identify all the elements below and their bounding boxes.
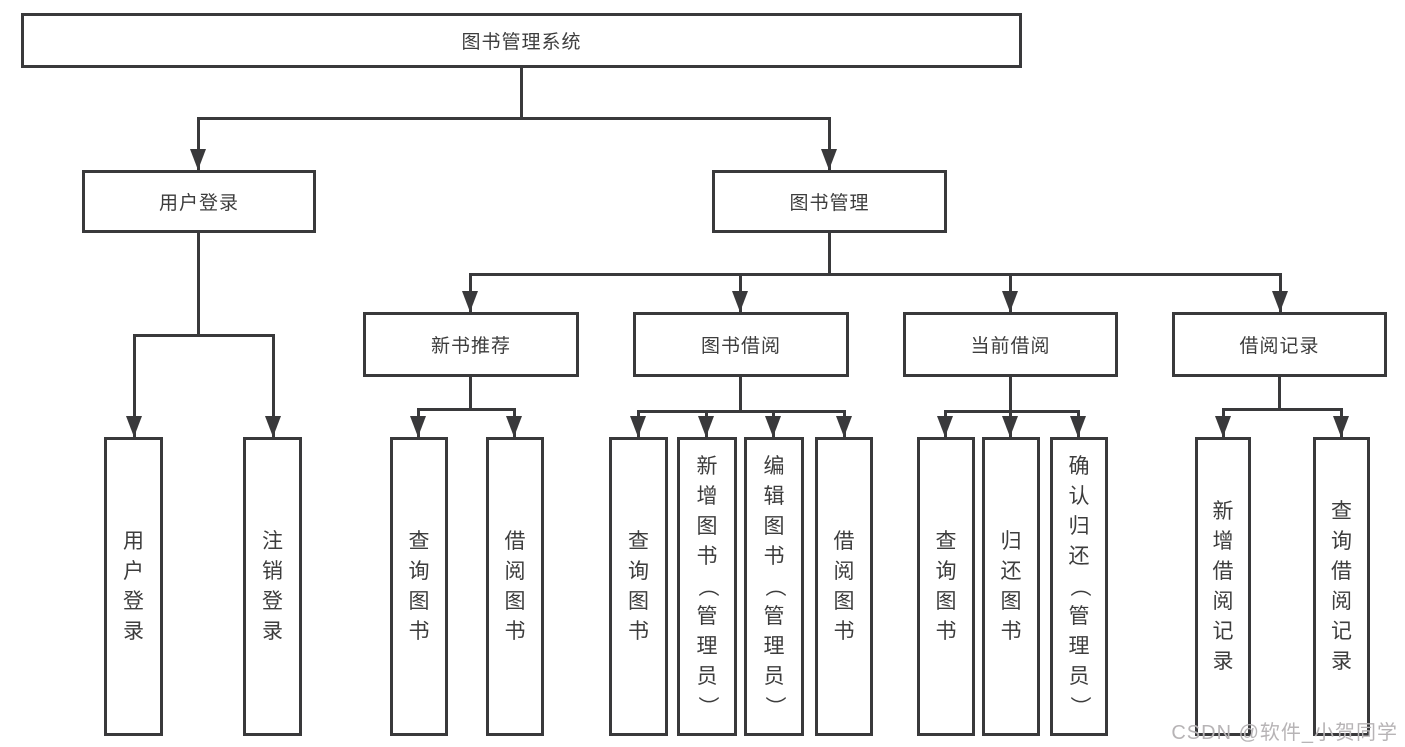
node-label: 图书借阅 [700,336,781,357]
leaf-confirm-return-admin: 确认归还（管理员） [1050,437,1108,736]
arrow-down-icon [410,416,426,437]
node-label: 新书推荐 [430,336,511,357]
connector-line [1222,408,1343,411]
leaf-add-books-admin: 新增图书（管理员） [677,437,737,736]
connector-line [944,410,1080,413]
leaf-add-borrow-record: 新增借阅记录 [1195,437,1251,736]
arrow-down-icon [506,416,522,437]
arrow-down-icon [190,149,206,170]
node-current-borrow: 当前借阅 [903,312,1118,377]
leaf-query-borrow-record: 查询借阅记录 [1313,437,1370,736]
arrow-down-icon [265,416,281,437]
arrow-down-icon [1272,291,1288,312]
arrow-down-icon [1070,416,1086,437]
connector-line [197,233,200,334]
connector-line [828,117,831,170]
connector-line [469,273,1282,276]
arrow-down-icon [698,416,714,437]
arrow-down-icon [630,416,646,437]
leaf-user-login: 用户登录 [104,437,163,736]
connector-line [520,68,523,117]
arrow-down-icon [1215,416,1231,437]
arrow-down-icon [1002,416,1018,437]
node-label: 借阅记录 [1239,336,1320,357]
connector-line [469,377,472,408]
arrow-down-icon [462,291,478,312]
connector-line [417,408,516,411]
node-user-login: 用户登录 [82,170,316,233]
leaf-query-books: 查询图书 [917,437,975,736]
node-label: 用户登录 [158,193,239,214]
node-new-book-recommend: 新书推荐 [363,312,579,377]
leaf-borrow-books: 借阅图书 [486,437,544,736]
connector-line [197,117,200,170]
connector-line [272,334,275,437]
node-book-borrow: 图书借阅 [633,312,849,377]
arrow-down-icon [732,291,748,312]
node-library-system: 图书管理系统 [21,13,1022,68]
leaf-return-books: 归还图书 [982,437,1040,736]
leaf-query-books: 查询图书 [609,437,668,736]
connector-line [133,334,275,337]
node-label: 图书管理 [789,193,870,214]
arrow-down-icon [126,416,142,437]
connector-line [637,410,846,413]
csdn-watermark: CSDN @软件_小贺同学 [1171,722,1398,744]
connector-line [197,117,831,120]
connector-line [828,233,831,273]
arrow-down-icon [1002,291,1018,312]
leaf-borrow-books: 借阅图书 [815,437,873,736]
arrow-down-icon [836,416,852,437]
node-label: 图书管理系统 [461,32,582,53]
connector-line [133,334,136,437]
leaf-query-books: 查询图书 [390,437,448,736]
node-book-management: 图书管理 [712,170,947,233]
connector-line [739,377,742,410]
leaf-edit-books-admin: 编辑图书（管理员） [744,437,804,736]
node-label: 当前借阅 [970,336,1051,357]
arrow-down-icon [765,416,781,437]
leaf-logout: 注销登录 [243,437,302,736]
connector-line [1009,377,1012,410]
arrow-down-icon [821,149,837,170]
connector-line [1278,377,1281,408]
arrow-down-icon [937,416,953,437]
node-borrow-records: 借阅记录 [1172,312,1387,377]
arrow-down-icon [1333,416,1349,437]
